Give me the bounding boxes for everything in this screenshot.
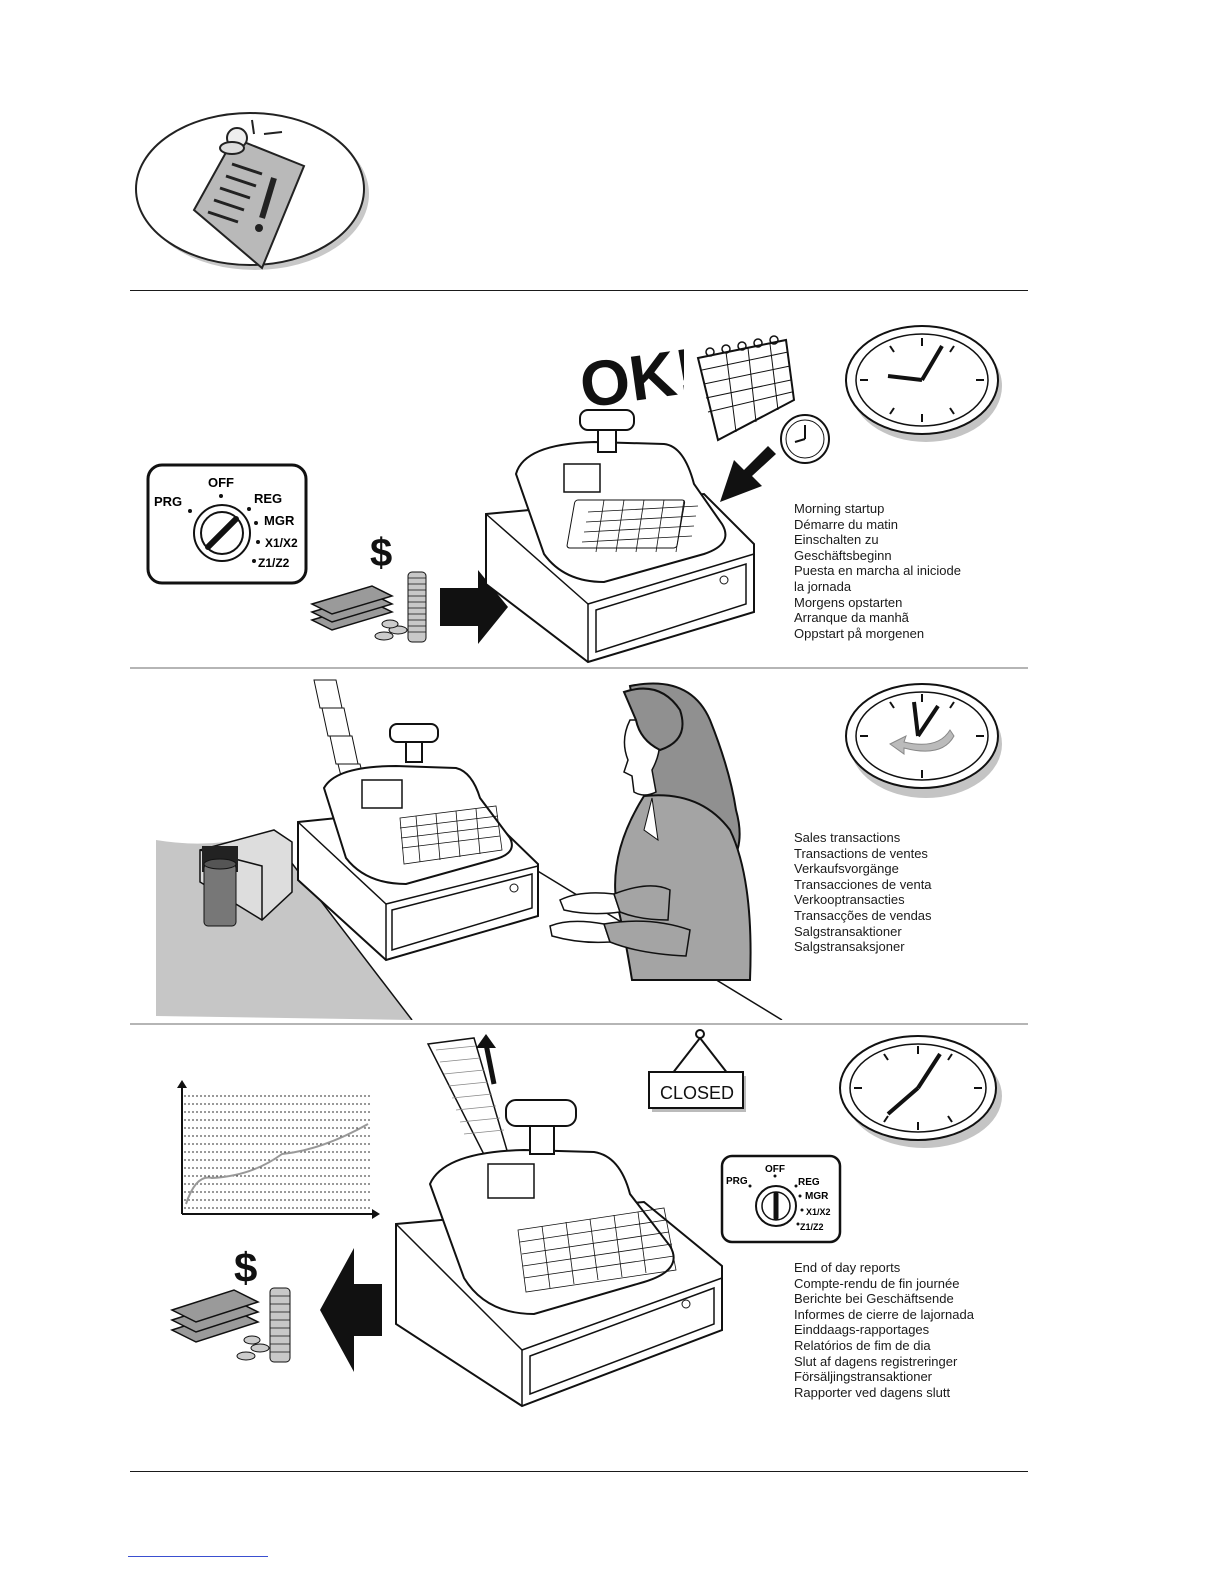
arrow-icon <box>320 1248 382 1372</box>
keyswitch-label-prg: PRG <box>726 1176 748 1187</box>
keyswitch-label-z: Z1/Z2 <box>258 556 290 570</box>
caption-line: Verkaufsvorgänge <box>794 861 899 877</box>
caption-line: Slut af dagens registreringer <box>794 1353 958 1369</box>
cash-register-morning <box>484 404 760 666</box>
desk-calendar-icon <box>696 335 796 442</box>
keyswitch-label-reg: REG <box>254 491 282 506</box>
cash-register-sales <box>296 678 542 964</box>
banknotes-and-coins-icon: $ <box>170 1244 291 1363</box>
caption-line: Transacciones de venta <box>794 876 932 892</box>
pinned-note-illustration <box>134 108 370 274</box>
large-clock-morning <box>842 324 1004 444</box>
keyswitch-panel-evening: PRG OFF REG MGR X1/X2 Z1/Z2 <box>720 1154 842 1244</box>
caption-line: Transacções de vendas <box>794 907 932 923</box>
caption-line: Berichte bei Geschäftsende <box>794 1291 954 1307</box>
sales-chart-illustration <box>172 1078 382 1222</box>
header-divider <box>130 290 1028 291</box>
caption-end-of-day: End of day reports Compte-rendu de fin j… <box>794 1260 974 1400</box>
caption-sales: Sales transactions Transactions de vente… <box>794 830 932 955</box>
keyswitch-panel-morning: PRG OFF REG MGR X1/X2 Z1/Z2 <box>146 463 308 585</box>
caption-line: Einschalten zu <box>794 532 879 548</box>
caption-morning: Morning startup Démarre du matin Einscha… <box>794 501 961 641</box>
arrow-left-evening <box>318 1246 384 1374</box>
footer-divider <box>130 1471 1028 1472</box>
cash-register-icon <box>485 409 755 664</box>
large-clock-sales <box>842 680 1004 800</box>
cashier-woman <box>540 680 760 990</box>
keyswitch-label-mgr: MGR <box>264 513 295 528</box>
caption-line: Informes de cierre de lajornada <box>794 1306 974 1322</box>
caption-line: Salgstransaktioner <box>794 923 902 939</box>
keyswitch-label-x: X1/X2 <box>265 536 298 550</box>
caption-line: Oppstart på morgenen <box>794 625 925 641</box>
cash-illustration-morning: $ <box>308 528 438 648</box>
cash-register-evening <box>394 1034 726 1410</box>
caption-line: Salgstransaksjoner <box>794 939 905 955</box>
large-clock-evening <box>836 1032 1004 1150</box>
banknotes-and-coins-icon: $ <box>309 531 427 643</box>
wall-clock-icon <box>839 1035 1002 1148</box>
keyswitch-label-mgr: MGR <box>805 1191 829 1202</box>
caption-line: Transactions de ventes <box>794 845 928 861</box>
caption-line: Arranque da manhã <box>794 610 909 626</box>
keyswitch-label-x: X1/X2 <box>806 1207 831 1217</box>
pinned-note-icon <box>135 112 369 270</box>
caption-line: Puesta en marcha al iniciode <box>794 563 961 579</box>
caption-line: Compte-rendu de fin journée <box>794 1275 960 1291</box>
keyswitch-label-z: Z1/Z2 <box>800 1222 824 1232</box>
dollar-sign: $ <box>370 531 392 575</box>
dollar-sign: $ <box>234 1244 257 1291</box>
keyswitch-label-reg: REG <box>798 1177 820 1188</box>
caption-line: Rapporter ved dagens slutt <box>794 1384 951 1400</box>
caption-line: Sales transactions <box>794 830 901 845</box>
caption-line: End of day reports <box>794 1260 901 1275</box>
cash-register-icon <box>395 1034 723 1408</box>
footer-link-underline <box>128 1556 268 1557</box>
caption-line: Morning startup <box>794 501 885 516</box>
keyswitch-label-prg: PRG <box>154 494 182 509</box>
calendar-illustration <box>690 330 810 445</box>
caption-line: Einddaags-rapportages <box>794 1322 930 1338</box>
caption-line: Démarre du matin <box>794 516 899 532</box>
caption-line: Försäljingstransaktioner <box>794 1369 933 1385</box>
counter-surface <box>156 820 786 1021</box>
caption-line: Verkooptransacties <box>794 892 905 908</box>
caption-line: Morgens opstarten <box>794 594 903 610</box>
keyswitch-label-off: OFF <box>765 1164 785 1175</box>
wall-clock-icon <box>845 683 1002 798</box>
wall-clock-icon <box>845 325 1002 442</box>
caption-line: Relatórios de fim de dia <box>794 1337 931 1353</box>
keyswitch-label-off: OFF <box>208 475 234 490</box>
section-divider-1 <box>130 667 1028 669</box>
caption-line: la jornada <box>794 578 852 594</box>
small-clock-morning <box>778 412 832 466</box>
closed-sign: CLOSED <box>646 1026 750 1116</box>
sales-chart-icon <box>177 1080 380 1219</box>
arrow-diagonal-morning <box>716 440 780 506</box>
caption-line: Geschäftsbeginn <box>794 547 892 563</box>
cash-register-icon <box>297 679 539 962</box>
section-divider-2 <box>130 1023 1028 1025</box>
arrow-icon <box>720 446 776 502</box>
wall-clock-icon <box>780 414 830 464</box>
closed-sign-text: CLOSED <box>660 1083 734 1103</box>
cash-illustration-evening: $ <box>170 1240 300 1370</box>
